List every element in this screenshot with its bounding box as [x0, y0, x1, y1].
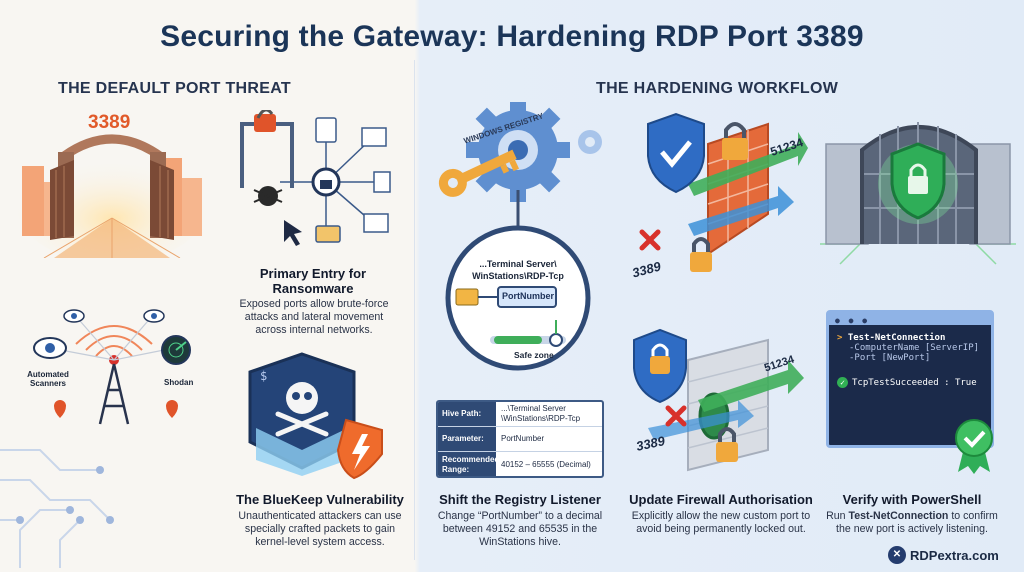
workflow-section-heading: THE HARDENING WORKFLOW [596, 80, 839, 97]
brand-name: RDPextra.com [910, 547, 999, 563]
bluekeep-title: The BlueKeep Vulnerability [236, 492, 404, 507]
ransomware-body: Exposed ports allow brute-force attacks … [239, 298, 389, 336]
scanner-tower-icon [33, 309, 191, 425]
registry-value: PortNumber [501, 434, 545, 443]
safe-zone-label: Safe zone [514, 350, 554, 360]
page-title: Securing the Gateway: Hardening RDP Port… [160, 20, 864, 53]
firewall-lock-icon [633, 328, 804, 472]
powershell-step-title: Verify with PowerShell [842, 492, 982, 507]
terminal-arg-port: -Port [NewPort] [849, 353, 931, 363]
check-icon: ✓ [837, 377, 848, 388]
registry-step-title: Shift the Registry Listener [439, 492, 601, 507]
svg-text:$: $ [260, 369, 267, 383]
threat-section-heading: THE DEFAULT PORT THREAT [58, 80, 291, 97]
shodan-label: Shodan [164, 378, 194, 387]
terminal-arg-computer: -ComputerName [ServerIP] [849, 343, 980, 353]
registry-key: Recommended Range: [438, 452, 499, 476]
ransomware-title: Primary Entry for Ransomware [259, 266, 367, 296]
port-number-field: PortNumber [501, 291, 554, 301]
registry-value: 40152 – 65555 (Decimal) [501, 459, 591, 469]
brand-footer[interactable]: ✕ RDPextra.com [888, 546, 999, 564]
terminal-command: Test-NetConnection [847, 333, 946, 343]
registry-row-range: Recommended Range: 40152 – 65555 (Decima… [438, 452, 602, 476]
registry-row-hive: Hive Path: ...\Terminal Server \WinStati… [438, 402, 602, 427]
ransomware-network-icon [240, 110, 391, 246]
registry-path-line1: ...Terminal Server\ [479, 259, 557, 269]
firewall-step-body: Explicitly allow the new custom port to … [631, 510, 811, 535]
window-dots-icon: ● ● ● [835, 316, 870, 325]
bluekeep-body: Unauthenticated attackers can use specia… [238, 510, 402, 548]
registry-row-parameter: Parameter: PortNumber [438, 427, 602, 452]
terminal-prompt: > [837, 333, 843, 343]
registry-step-body: Change “PortNumber” to a decimal between… [437, 510, 603, 548]
registry-info-table: Hive Path: ...\Terminal Server \WinStati… [436, 400, 604, 478]
firewall-shield-icon [639, 112, 808, 272]
default-port-label: 3389 [88, 112, 131, 133]
powershell-step-body: Run Test-NetConnection to confirm the ne… [826, 510, 998, 535]
open-gate-icon [17, 134, 207, 258]
registry-key-gear-icon [438, 102, 602, 371]
registry-value: ...\Terminal Server \WinStations\RDP-Tcp [501, 404, 581, 423]
registry-key: Parameter: [438, 427, 496, 451]
secured-gate-icon [820, 122, 1016, 265]
firewall-step-title: Update Firewall Authorisation [629, 492, 813, 507]
bluekeep-skull-icon: $ [248, 352, 383, 480]
circuit-decoration [0, 449, 114, 568]
registry-key: Hive Path: [438, 402, 496, 426]
terminal-result: TcpTestSucceeded : True [852, 378, 977, 388]
scanners-label: Automated Scanners [27, 370, 69, 388]
section-divider [414, 60, 415, 560]
verified-badge-icon [955, 419, 993, 474]
registry-path-line2: WinStations\RDP-Tcp [472, 271, 564, 281]
rdpextra-logo-icon: ✕ [888, 546, 906, 564]
